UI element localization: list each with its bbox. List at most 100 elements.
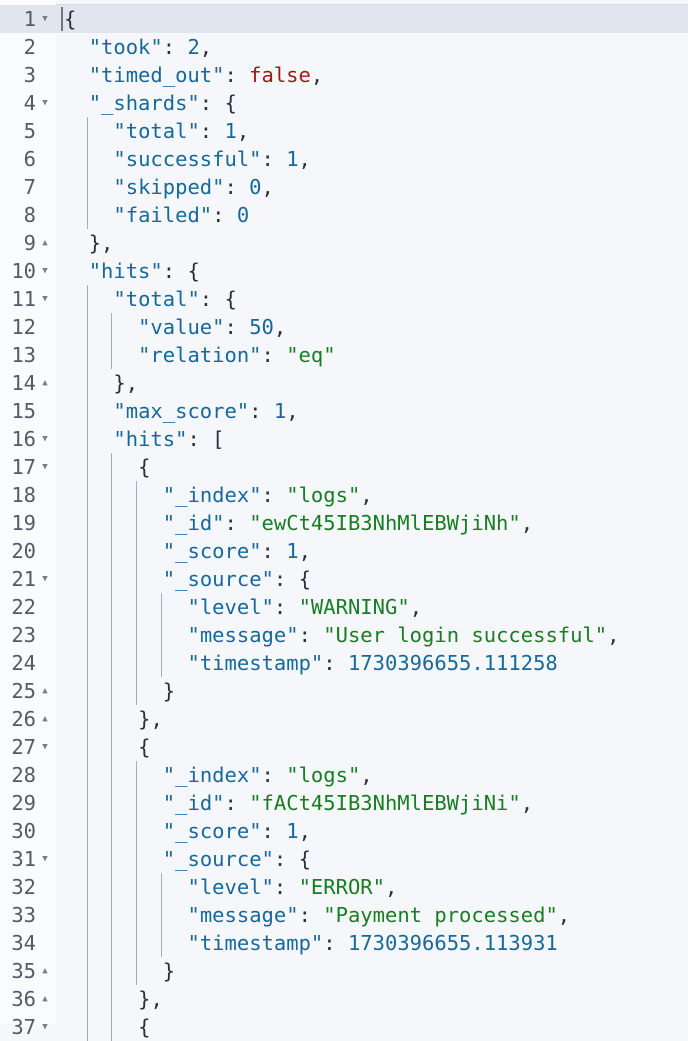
indent-guide (136, 901, 138, 929)
fold-collapse-arrow-icon[interactable]: ▼ (42, 266, 48, 276)
line-number: 32 (11, 875, 36, 899)
fold-expand-arrow-icon[interactable]: ▲ (42, 714, 48, 724)
code-line[interactable]: 5"total": 1, (0, 117, 688, 145)
fold-collapse-arrow-icon[interactable]: ▼ (42, 98, 48, 108)
code-line[interactable]: 18"_index": "logs", (0, 481, 688, 509)
indent-guide (86, 873, 88, 901)
code-line[interactable]: 36▲}, (0, 985, 688, 1013)
fold-collapse-arrow-icon[interactable]: ▼ (42, 1022, 48, 1032)
code-text: "total": 1, (113, 117, 249, 145)
code-line[interactable]: 19"_id": "ewCt45IB3NhMlEBWjiNh", (0, 509, 688, 537)
code-line[interactable]: 8"failed": 0 (0, 201, 688, 229)
code-line[interactable]: 13"relation": "eq" (0, 341, 688, 369)
code-line[interactable]: 28"_index": "logs", (0, 761, 688, 789)
indent-guide (111, 929, 113, 957)
code-line[interactable]: 21▼"_source": { (0, 565, 688, 593)
fold-collapse-arrow-icon[interactable]: ▼ (42, 14, 48, 24)
code-line[interactable]: 23"message": "User login successful", (0, 621, 688, 649)
code-text: "_id": "fACt45IB3NhMlEBWjiNi", (163, 789, 533, 817)
code-line[interactable]: 11▼"total": { (0, 285, 688, 313)
code-text: } (163, 677, 175, 705)
code-line[interactable]: 7"skipped": 0, (0, 173, 688, 201)
fold-collapse-arrow-icon[interactable]: ▼ (42, 462, 48, 472)
code-line[interactable]: 30"_score": 1, (0, 817, 688, 845)
json-code-editor[interactable]: 1▼{2"took": 2,3"timed_out": false,4▼"_sh… (0, 5, 688, 1041)
fold-expand-arrow-icon[interactable]: ▲ (42, 238, 48, 248)
json-colon: : (249, 399, 262, 423)
indent-guide (86, 621, 88, 649)
code-text: { (64, 5, 76, 33)
json-punctuation: , (298, 539, 311, 563)
line-number: 23 (11, 623, 36, 647)
code-text: "timed_out": false, (89, 61, 324, 89)
code-line[interactable]: 16▼"hits": [ (0, 425, 688, 453)
code-line[interactable]: 10▼"hits": { (0, 257, 688, 285)
code-line[interactable]: 2"took": 2, (0, 33, 688, 61)
code-text: "_score": 1, (163, 537, 311, 565)
code-line[interactable]: 29 "_id": "fACt45IB3NhMlEBWjiNi", (0, 789, 688, 817)
line-number: 8 (23, 203, 36, 227)
indent-guide (86, 845, 88, 873)
line-number: 18 (11, 483, 36, 507)
code-line[interactable]: 6"successful": 1, (0, 145, 688, 173)
fold-expand-arrow-icon[interactable]: ▲ (42, 686, 48, 696)
indent-guide (111, 537, 113, 565)
indent-guide (111, 453, 113, 481)
line-number: 6 (23, 147, 36, 171)
json-punctuation: , (310, 63, 324, 87)
line-number: 29 (11, 791, 36, 815)
code-text: "max_score": 1, (113, 397, 298, 425)
code-line[interactable]: 3"timed_out": false, (0, 61, 688, 89)
code-line[interactable]: 26▲}, (0, 705, 688, 733)
fold-collapse-arrow-icon[interactable]: ▼ (42, 434, 48, 444)
indent-guide (86, 145, 88, 173)
code-line[interactable]: 22"level": "WARNING", (0, 593, 688, 621)
indent-guide (86, 285, 88, 313)
json-punctuation: , (286, 399, 299, 423)
fold-expand-arrow-icon[interactable]: ▲ (42, 994, 48, 1004)
indent-guide (136, 957, 138, 985)
line-number: 34 (11, 931, 36, 955)
fold-collapse-arrow-icon[interactable]: ▼ (42, 574, 48, 584)
code-line[interactable]: 20"_score": 1, (0, 537, 688, 565)
json-colon: : (273, 595, 287, 619)
code-text: "level": "WARNING", (188, 593, 423, 621)
code-line[interactable]: 17▼{ (0, 453, 688, 481)
indent-guide (86, 929, 88, 957)
code-line[interactable]: 4▼"_shards": { (0, 89, 688, 117)
fold-collapse-arrow-icon[interactable]: ▼ (42, 294, 48, 304)
indent-guide (111, 481, 113, 509)
line-number: 9 (23, 231, 36, 255)
code-line[interactable]: 15"max_score": 1, (0, 397, 688, 425)
json-number-value: 1 (286, 539, 299, 563)
code-line[interactable]: 37▼{ (0, 1013, 688, 1041)
fold-expand-arrow-icon[interactable]: ▲ (42, 966, 48, 976)
code-line[interactable]: 12"value": 50, (0, 313, 688, 341)
code-line[interactable]: 1▼{ (0, 5, 688, 33)
code-line[interactable]: 31▼"_source": { (0, 845, 688, 873)
code-line[interactable]: 14▲}, (0, 369, 688, 397)
json-punctuation: { (224, 287, 237, 311)
code-line[interactable]: 24"timestamp": 1730396655.111258 (0, 649, 688, 677)
json-colon: : (199, 287, 213, 311)
code-line[interactable]: 27▼{ (0, 733, 688, 761)
json-punctuation: } (113, 371, 126, 395)
indent-guide (86, 341, 88, 369)
json-key: "_shards" (88, 91, 200, 115)
line-number: 13 (11, 343, 36, 367)
fold-collapse-arrow-icon[interactable]: ▼ (42, 742, 48, 752)
code-line[interactable]: 9▲}, (0, 229, 688, 257)
fold-collapse-arrow-icon[interactable]: ▼ (42, 854, 48, 864)
indent-guide (136, 817, 138, 845)
indent-guide (111, 845, 113, 873)
json-punctuation: { (187, 259, 200, 283)
json-colon: : (199, 91, 213, 115)
fold-expand-arrow-icon[interactable]: ▲ (42, 378, 48, 388)
code-line[interactable]: 33"message": "Payment processed", (0, 901, 688, 929)
code-line[interactable]: 35▲} (0, 957, 688, 985)
indent-guide (136, 537, 138, 565)
code-line[interactable]: 32"level": "ERROR", (0, 873, 688, 901)
code-line[interactable]: 34"timestamp": 1730396655.113931 (0, 929, 688, 957)
code-line[interactable]: 25▲} (0, 677, 688, 705)
indent-guide (160, 593, 162, 621)
